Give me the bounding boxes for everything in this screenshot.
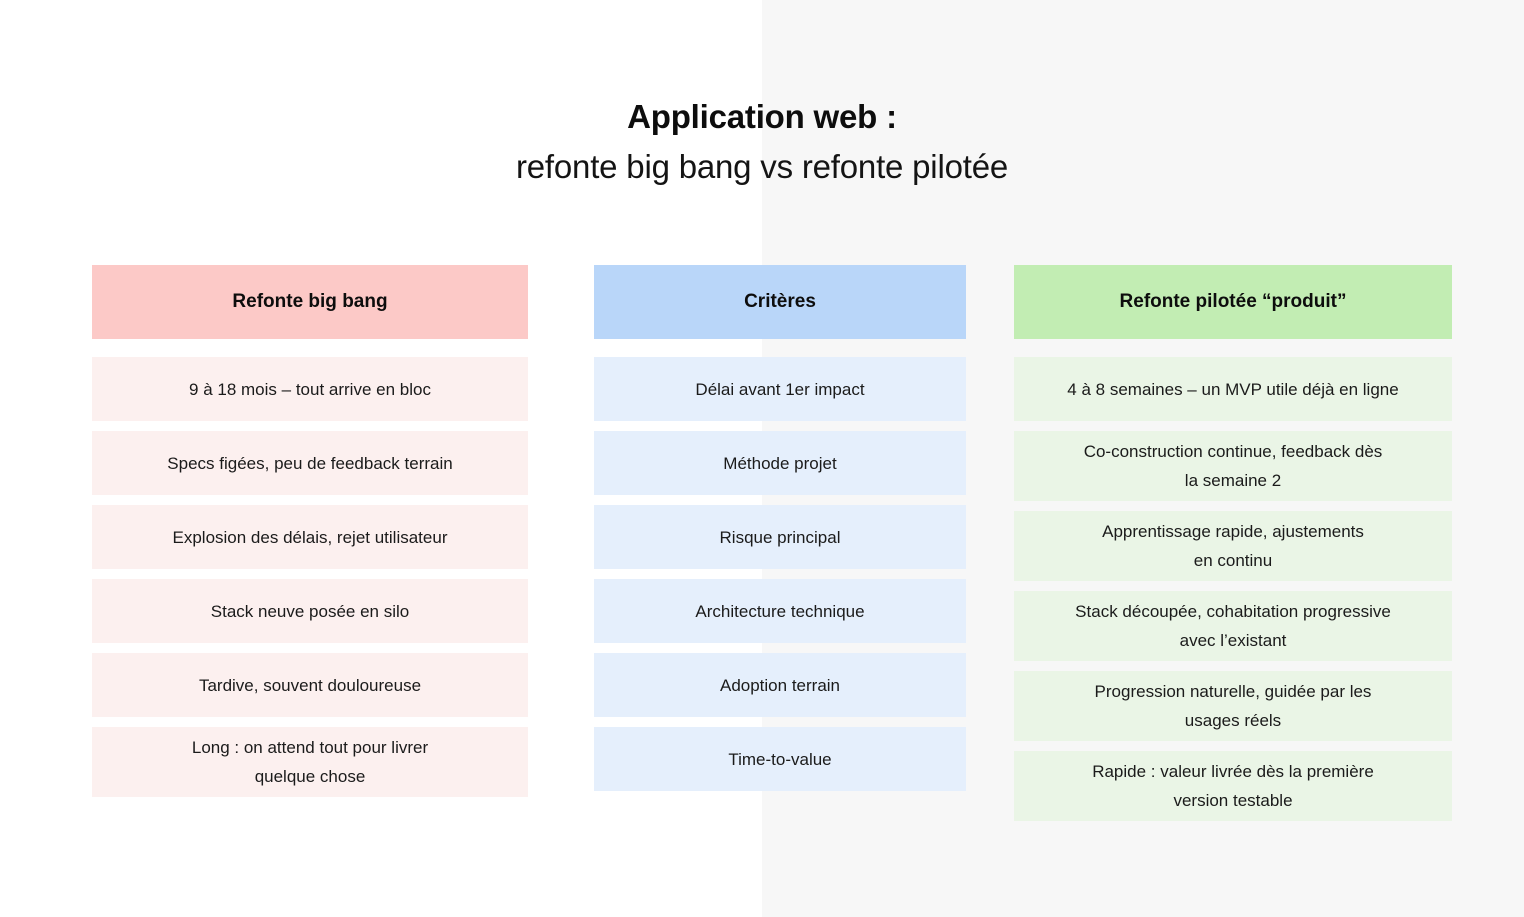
column-header-piloted-label: Refonte pilotée “produit” <box>1119 291 1347 312</box>
table-cell-text: Stack découpée, cohabitation progressive… <box>1075 602 1391 650</box>
title-line-2: refonte big bang vs refonte pilotée <box>515 148 1008 185</box>
table-cell-big-bang-6: Long : on attend tout pour livrer quelqu… <box>92 727 528 797</box>
column-gap-left <box>528 265 594 821</box>
table-cell-piloted-2: Co-construction continue, feedback dès l… <box>1014 431 1452 501</box>
table-cell-piloted-6: Rapide : valeur livrée dès la première v… <box>1014 751 1452 821</box>
title-line-1: Application web : <box>627 98 897 135</box>
table-cell-criteria-2: Méthode projet <box>594 431 966 495</box>
table-cell-text: Co-construction continue, feedback dès l… <box>1083 442 1383 490</box>
table-cell-big-bang-2: Specs figées, peu de feedback terrain <box>92 431 528 495</box>
page-title: Application web : refonte big bang vs re… <box>0 94 1524 190</box>
column-big-bang: Refonte big bang 9 à 18 mois – tout arri… <box>92 265 528 821</box>
table-cell-piloted-5: Progression naturelle, guidée par les us… <box>1014 671 1452 741</box>
column-piloted: Refonte pilotée “produit” 4 à 8 semaines… <box>1014 265 1452 821</box>
table-cell-big-bang-3: Explosion des délais, rejet utilisateur <box>92 505 528 569</box>
table-cell-text: Time-to-value <box>728 749 832 769</box>
table-cell-piloted-1: 4 à 8 semaines – un MVP utile déjà en li… <box>1014 357 1452 421</box>
table-cell-text: Stack neuve posée en silo <box>210 601 410 621</box>
column-header-big-bang: Refonte big bang <box>92 265 528 339</box>
table-cell-piloted-4: Stack découpée, cohabitation progressive… <box>1014 591 1452 661</box>
table-cell-text: Rapide : valeur livrée dès la première v… <box>1092 762 1374 810</box>
column-header-criteria-label: Critères <box>744 291 816 312</box>
comparison-table: Refonte big bang 9 à 18 mois – tout arri… <box>92 265 1452 821</box>
table-cell-big-bang-1: 9 à 18 mois – tout arrive en bloc <box>92 357 528 421</box>
table-cell-text: Progression naturelle, guidée par les us… <box>1094 682 1372 730</box>
table-cell-big-bang-5: Tardive, souvent douloureuse <box>92 653 528 717</box>
table-cell-text: Architecture technique <box>695 601 865 621</box>
table-cell-text: Adoption terrain <box>719 675 841 695</box>
table-cell-criteria-1: Délai avant 1er impact <box>594 357 966 421</box>
table-cell-criteria-4: Architecture technique <box>594 579 966 643</box>
table-cell-text: Specs figées, peu de feedback terrain <box>167 453 453 473</box>
table-cell-text: Tardive, souvent douloureuse <box>198 675 422 695</box>
table-cell-text: Apprentissage rapide, ajustements en con… <box>1102 522 1364 570</box>
column-gap-right <box>966 265 1014 821</box>
table-cell-text: Méthode projet <box>723 453 837 473</box>
table-cell-text: Délai avant 1er impact <box>695 379 865 399</box>
column-header-big-bang-label: Refonte big bang <box>232 291 388 312</box>
table-cell-criteria-6: Time-to-value <box>594 727 966 791</box>
table-cell-text: Explosion des délais, rejet utilisateur <box>172 527 448 547</box>
table-cell-text: 4 à 8 semaines – un MVP utile déjà en li… <box>1067 379 1399 399</box>
column-criteria: Critères Délai avant 1er impact Méthode … <box>594 265 966 821</box>
column-header-piloted: Refonte pilotée “produit” <box>1014 265 1452 339</box>
table-cell-text: 9 à 18 mois – tout arrive en bloc <box>189 379 431 399</box>
table-cell-text: Long : on attend tout pour livrer quelqu… <box>191 738 429 786</box>
table-cell-criteria-3: Risque principal <box>594 505 966 569</box>
column-header-criteria: Critères <box>594 265 966 339</box>
table-cell-text: Risque principal <box>719 527 841 547</box>
table-cell-big-bang-4: Stack neuve posée en silo <box>92 579 528 643</box>
table-cell-criteria-5: Adoption terrain <box>594 653 966 717</box>
table-cell-piloted-3: Apprentissage rapide, ajustements en con… <box>1014 511 1452 581</box>
